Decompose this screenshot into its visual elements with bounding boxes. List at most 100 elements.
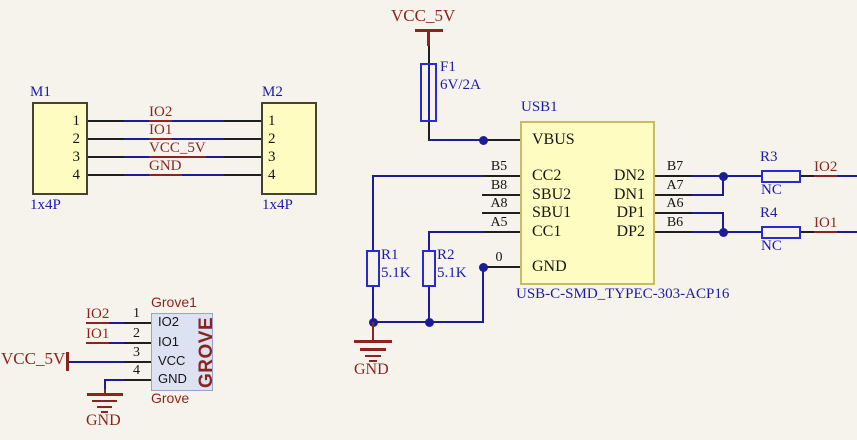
usb1-pin-number-a6: A6 [666,196,684,211]
pin-stub [88,138,124,140]
resistor-lead [801,231,814,233]
power-label-vcc5v: VCC_5V [1,349,66,368]
wire-cc1 [428,231,483,233]
wire-dp1 [692,212,724,214]
r1-ref: R1 [381,247,399,263]
pin-stub [224,174,261,176]
net-label-vcc5v: VCC_5V [149,140,206,158]
gnd-symbol-bar [87,393,123,396]
wire-gnd [104,379,124,381]
wire-vcc [69,361,124,363]
grove-value: Grove [151,390,190,406]
resistor-r3-body [761,170,801,183]
power-flag-stem [427,32,430,46]
gnd-symbol-stem [104,389,106,395]
resistor-r1-body [366,250,380,287]
usb1-pin-name-dn2: DN2 [613,167,645,184]
usb1-body [520,121,655,285]
net-label-io1: IO1 [86,326,110,344]
junction-dot [719,172,728,181]
pin-stub [88,120,124,122]
fuse-value: 6V/2A [440,77,481,93]
r4-value: NC [761,238,782,254]
net-label-io2: IO2 [149,104,173,122]
gnd-label: GND [86,412,121,429]
usb1-pin-name-sbu1: SBU1 [532,204,572,221]
power-label-vcc5v-top: VCC_5V [391,6,456,25]
usb1-pin-name-cc2: CC2 [532,167,562,184]
pin-stub [88,174,124,176]
usb1-ref: USB1 [521,99,558,115]
wire-gnd-drop [104,379,106,391]
pin-stub [224,138,261,140]
pin-stub [124,322,151,324]
m2-pin-number: 1 [268,113,276,129]
pin-stub-dp2 [655,231,692,233]
wire-dn1-up [722,175,724,196]
pin-stub [224,120,261,122]
m1-pin-number: 1 [72,113,81,129]
usb1-pin-number-a7: A7 [666,178,684,193]
usb1-pin-name-dp1: DP1 [616,204,645,221]
pin-stub-cc2 [483,175,520,177]
connector-m2-body [261,102,317,195]
gnd-symbol-bar [360,348,386,351]
grove-pin-number: 3 [133,345,140,360]
grove-connector-body [151,313,213,391]
gnd-symbol-stem [372,322,374,340]
wire-fuse-down [428,122,430,141]
wire-r2-bottom [428,287,430,323]
junction-dot [719,228,728,237]
pin-stub-vbus [484,139,520,141]
usb1-pin-name-dn1: DN1 [613,186,645,203]
pin-stub [124,342,151,344]
grove-pin-name: IO2 [158,314,179,329]
gnd-label: GND [354,361,389,378]
usb1-pin-number-0: 0 [495,250,503,265]
grove-pin-number: 1 [133,306,140,321]
grove-pin-number: 2 [133,326,140,341]
junction-dot [479,136,488,145]
fuse-f1-body [420,63,437,122]
pin-stub [88,156,124,158]
usb1-pin-number-a5: A5 [490,215,508,230]
pin-stub-dp1 [655,212,692,214]
net-label-io2: IO2 [814,159,838,177]
pin-stub-gnd [483,266,520,268]
net-label-io1: IO1 [814,215,838,233]
net-label-gnd: GND [149,158,182,176]
gnd-symbol-bar [97,406,112,408]
usb1-pin-name-sbu2: SBU2 [532,186,572,203]
usb1-pin-number-a8: A8 [490,196,508,211]
power-flag-bar [66,352,69,371]
usb1-pin-name-dp2: DP2 [616,223,645,240]
wire-gnd-drop [482,266,484,323]
pin-stub-cc1 [483,231,520,233]
resistor-lead [801,175,814,177]
fuse-f1-element [428,65,430,120]
connector-m1-body [32,102,88,195]
usb1-pin-number-b5: B5 [490,159,508,174]
pin-stub-dn1 [655,194,692,196]
junction-dot [425,318,434,327]
r2-value: 5.1K [437,265,467,281]
resistor-r2-body [422,250,436,287]
r4-ref: R4 [760,205,778,221]
r2-ref: R2 [437,247,455,263]
grove-pin-name: IO1 [158,334,179,349]
net-label-io1: IO1 [149,122,173,140]
m1-pin-number: 2 [72,131,81,147]
fuse-ref: F1 [440,59,456,75]
pin-stub-sbu2 [482,194,520,196]
wire-vcc-to-fuse [428,46,430,64]
wire-cc1-drop [428,231,430,251]
resistor-r4-body [761,226,801,239]
gnd-symbol-bar [365,355,381,357]
gnd-symbol-bar [369,360,377,362]
pin-stub [224,156,261,158]
connector-m2-ref: M2 [262,84,283,100]
usb1-pin-name-gnd: GND [532,258,567,275]
connector-m1-footprint: 1x4P [30,197,61,213]
m1-pin-number: 4 [72,167,81,183]
wire-io2 [124,120,224,122]
